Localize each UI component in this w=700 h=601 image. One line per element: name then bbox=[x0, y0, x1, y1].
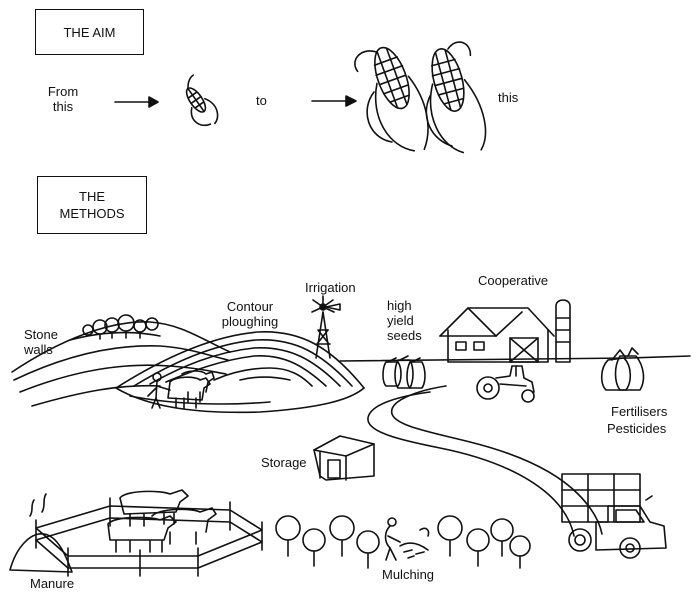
storage-shed-icon bbox=[313, 435, 375, 481]
windmill-icon bbox=[311, 295, 341, 359]
manure-heap-icon bbox=[9, 493, 73, 573]
from-this-label: From this bbox=[47, 84, 79, 114]
cooperative-barn-icon bbox=[439, 299, 571, 363]
manure-label: Manure bbox=[30, 576, 75, 591]
storage-label: Storage bbox=[261, 455, 307, 470]
this-label: this bbox=[498, 90, 519, 105]
ox-plough-icon bbox=[147, 370, 215, 409]
horizon-line bbox=[339, 355, 691, 362]
arrow-icon-1 bbox=[114, 96, 159, 108]
irrigation-label: Irrigation bbox=[305, 280, 356, 295]
cooperative-label: Cooperative bbox=[478, 273, 549, 288]
tree-cluster bbox=[82, 314, 159, 340]
seed-sacks-icon bbox=[382, 355, 426, 389]
fertilisers-label: Fertilisers bbox=[611, 404, 668, 419]
arrow-icon-2 bbox=[311, 95, 357, 107]
road bbox=[367, 385, 603, 537]
aim-title-box: THE AIM bbox=[35, 9, 144, 55]
truck-icon bbox=[561, 473, 667, 559]
aim-title: THE AIM bbox=[63, 24, 116, 40]
high-yield-seeds-label: high yield seeds bbox=[387, 298, 422, 343]
stone-walls-label: Stone walls bbox=[24, 327, 58, 357]
to-label: to bbox=[256, 93, 267, 108]
methods-title: THE METHODS bbox=[59, 189, 125, 221]
mulching-label: Mulching bbox=[382, 567, 435, 582]
methods-title-box: THE METHODS bbox=[37, 176, 147, 234]
contour-hill bbox=[115, 331, 365, 414]
cattle-pen-icon bbox=[35, 489, 263, 577]
large-corn-icon bbox=[354, 41, 487, 154]
fertiliser-sacks-icon bbox=[600, 347, 645, 391]
small-corn-icon bbox=[185, 74, 219, 127]
pesticides-label: Pesticides bbox=[607, 421, 667, 436]
tractor-icon bbox=[476, 365, 535, 403]
contour-ploughing-label: Contour ploughing bbox=[221, 299, 279, 329]
mulching-orchard-icon bbox=[275, 515, 531, 569]
